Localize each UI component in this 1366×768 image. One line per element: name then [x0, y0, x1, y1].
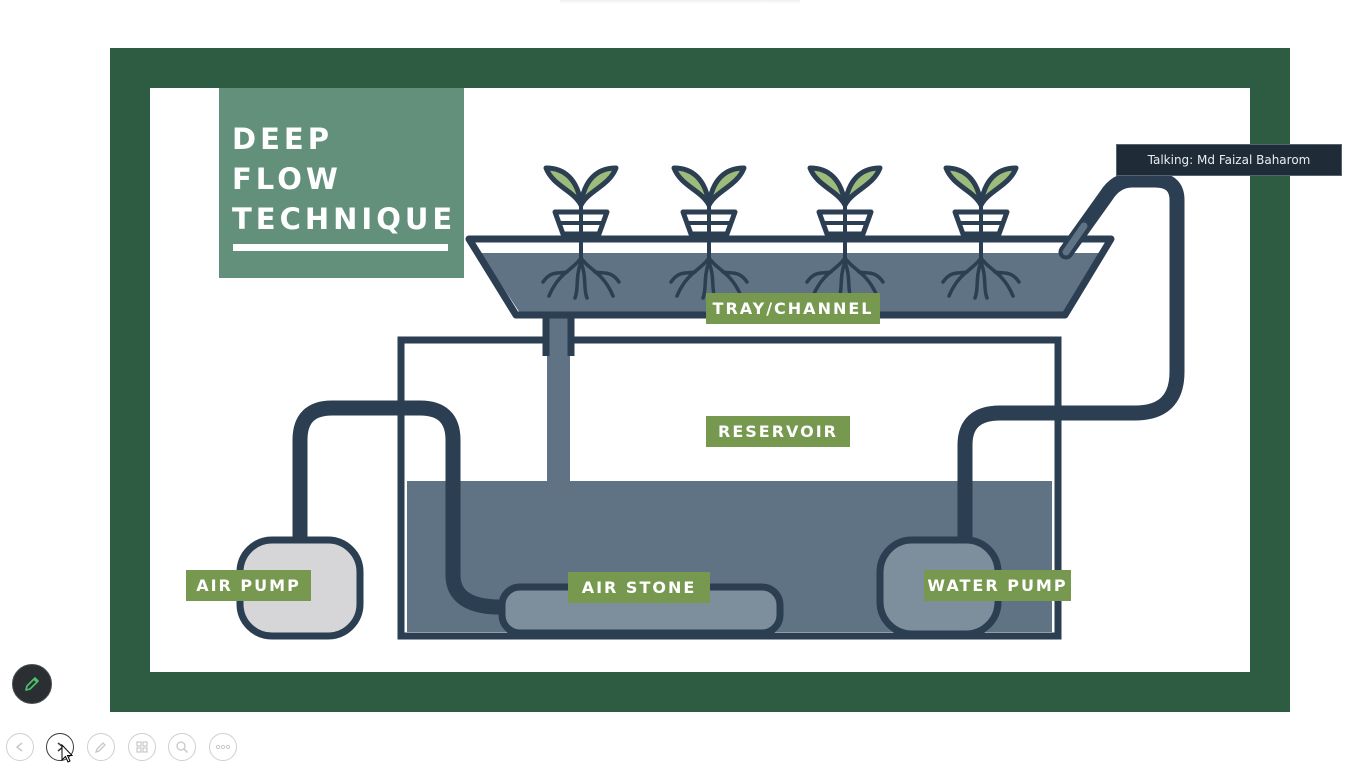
previous-icon	[15, 742, 23, 752]
title-block: DEEP FLOW TECHNIQUE	[219, 88, 464, 278]
plant-2	[669, 165, 749, 300]
mouse-cursor-icon	[61, 744, 73, 763]
plant-4	[941, 165, 1021, 300]
zoom-icon	[176, 741, 189, 754]
plant-1	[541, 165, 621, 300]
drain-pipe	[547, 304, 570, 482]
pen-tool-button[interactable]	[87, 733, 115, 761]
previous-slide-button[interactable]	[6, 733, 34, 761]
pen-icon	[25, 677, 39, 691]
plant-3	[805, 165, 885, 300]
title-line-3: TECHNIQUE	[232, 202, 457, 236]
label-tray-channel: TRAY/CHANNEL	[706, 293, 880, 324]
tray-channel	[465, 235, 1115, 319]
label-water-pump: WATER PUMP	[924, 570, 1071, 601]
title-line-1: DEEP	[232, 122, 333, 156]
water-pump-riser	[957, 172, 1185, 556]
air-hose	[292, 400, 513, 615]
slideshow-toolbar	[0, 730, 260, 764]
title-underline	[233, 244, 448, 251]
slides-grid-icon	[136, 741, 148, 753]
pen-icon	[94, 742, 106, 754]
window-top-edge	[560, 0, 800, 4]
tray-water	[480, 253, 1102, 313]
label-air-stone: AIR STONE	[568, 572, 710, 603]
label-reservoir: RESERVOIR	[706, 416, 850, 447]
riser-outlet	[1062, 222, 1088, 256]
next-slide-button[interactable]	[46, 733, 74, 761]
title-line-2: FLOW	[232, 162, 342, 196]
more-icon	[215, 744, 231, 750]
talking-tooltip: Talking: Md Faizal Baharom	[1116, 144, 1342, 176]
zoom-button[interactable]	[168, 733, 196, 761]
label-air-pump: AIR PUMP	[186, 570, 311, 601]
more-options-button[interactable]	[209, 733, 237, 761]
annotate-pen-button[interactable]	[12, 664, 52, 704]
see-all-slides-button[interactable]	[128, 733, 156, 761]
